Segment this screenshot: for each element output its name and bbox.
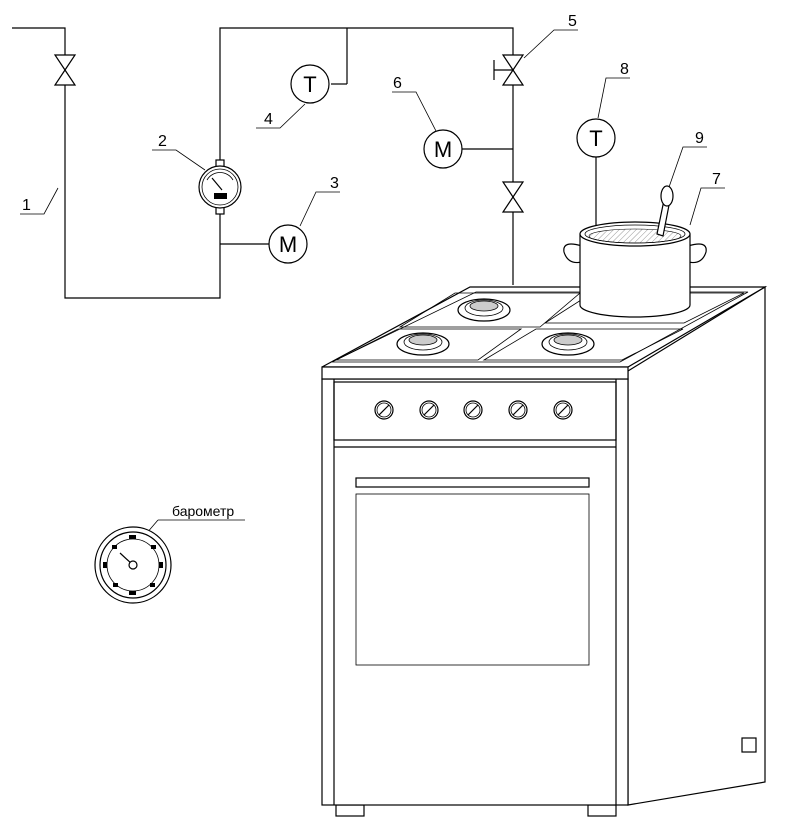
thermometer-symbol: T bbox=[303, 72, 316, 97]
knob-icon bbox=[463, 400, 483, 420]
manometer-symbol: M bbox=[434, 137, 452, 162]
callout-8: 8 bbox=[620, 61, 629, 78]
callout-3: 3 bbox=[330, 175, 339, 192]
callout-2: 2 bbox=[158, 133, 167, 150]
knob-icon bbox=[508, 400, 528, 420]
thermometer-8: T bbox=[576, 118, 616, 228]
callout-7: 7 bbox=[712, 171, 721, 188]
barometer-icon bbox=[94, 526, 172, 604]
callout-6: 6 bbox=[393, 75, 402, 92]
callout-9: 9 bbox=[695, 130, 704, 147]
spoon-icon bbox=[656, 185, 674, 237]
manometer-6: M bbox=[423, 129, 463, 169]
barometer-label: барометр bbox=[172, 503, 234, 519]
callout-labels: 1 2 3 4 5 6 7 8 9 bbox=[22, 13, 721, 214]
manometer-symbol: M bbox=[279, 232, 297, 257]
valve-icon bbox=[501, 181, 525, 213]
leaders bbox=[20, 29, 725, 535]
pot-icon bbox=[563, 221, 707, 318]
burner-icon bbox=[541, 332, 595, 356]
callout-5: 5 bbox=[568, 13, 577, 30]
burner-icon bbox=[396, 332, 450, 356]
thermometer-symbol: T bbox=[589, 126, 602, 151]
knob-icon bbox=[374, 400, 394, 420]
valve-icon bbox=[493, 54, 525, 86]
knob-icon bbox=[419, 400, 439, 420]
valve-icon bbox=[53, 54, 77, 86]
knob-icon bbox=[553, 400, 573, 420]
callout-4: 4 bbox=[264, 111, 273, 128]
callout-1: 1 bbox=[22, 197, 31, 214]
pressure-gauge-icon bbox=[198, 159, 242, 215]
piping bbox=[12, 27, 514, 299]
burner-icon bbox=[457, 298, 511, 322]
stove bbox=[321, 285, 768, 817]
manometer-3: M bbox=[268, 224, 308, 264]
thermometer-4: T bbox=[290, 64, 330, 104]
